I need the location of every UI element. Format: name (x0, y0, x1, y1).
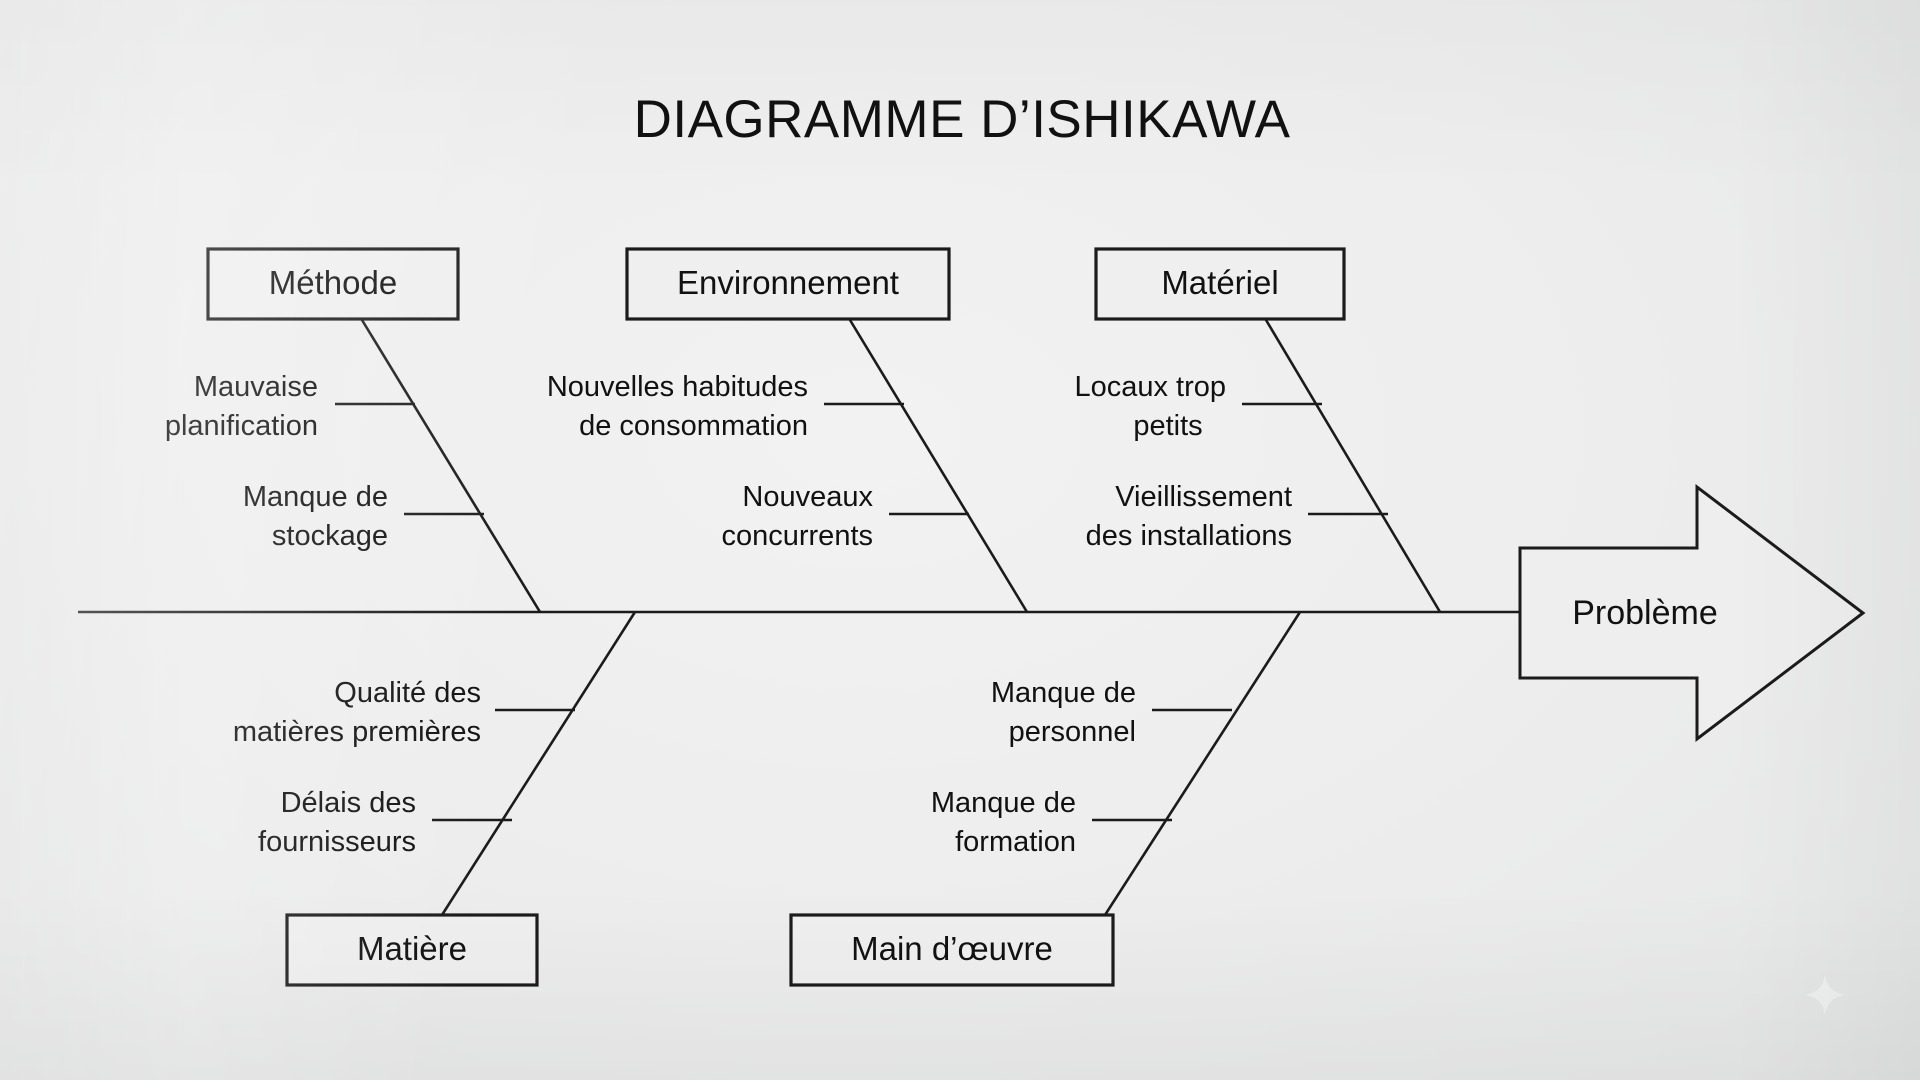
category-box-environnement[interactable] (625, 247, 951, 321)
cause-matiere-1-line1: Qualité des (334, 677, 481, 709)
cause-materiel-2-line1: Vieillissement (1115, 481, 1292, 513)
cause-materiel-1-line1: Locaux trop (1074, 371, 1226, 403)
cause-main-doeuvre-1-line1: Manque de (991, 677, 1136, 709)
cause-environnement-2-line2: concurrents (721, 520, 873, 552)
cause-methode-1-line1: Mauvaise (194, 371, 318, 403)
category-box-matiere[interactable] (285, 913, 539, 987)
branch-main-doeuvre: Main d’œuvre Manque de personnel Manque … (789, 611, 1302, 987)
cause-methode-2-line1: Manque de (243, 481, 388, 513)
cause-methode-2-line2: stockage (272, 520, 388, 552)
category-label-materiel: Matériel (1161, 264, 1278, 301)
cause-environnement-2-line1: Nouveaux (742, 481, 873, 513)
bone-line-materiel (1264, 319, 1442, 613)
category-box-materiel[interactable] (1094, 247, 1346, 321)
category-label-environnement: Environnement (677, 264, 899, 301)
bone-line-matiere (440, 611, 637, 916)
cause-matiere-2-line2: fournisseurs (258, 826, 416, 858)
category-label-methode: Méthode (269, 264, 397, 301)
category-box-methode[interactable] (206, 247, 460, 321)
branch-materiel: Matériel Locaux trop petits Vieillisseme… (1074, 247, 1442, 613)
cause-main-doeuvre-2-line1: Manque de (931, 787, 1076, 819)
cause-materiel-1-line2: petits (1133, 410, 1202, 442)
branch-environnement: Environnement Nouvelles habitudes de con… (547, 247, 1029, 613)
bone-line-main-doeuvre (1103, 611, 1302, 916)
problem-arrow[interactable] (1518, 483, 1866, 743)
cause-environnement-1-line2: de consommation (579, 410, 808, 442)
problem-label: Problème (1572, 594, 1718, 632)
cause-methode-1-line2: planification (165, 410, 318, 442)
cause-main-doeuvre-2-line2: formation (955, 826, 1076, 858)
cause-matiere-1-line2: matières premières (233, 716, 481, 748)
cause-materiel-2-line2: des installations (1086, 520, 1292, 552)
category-label-matiere: Matière (357, 930, 467, 967)
cause-environnement-1-line1: Nouvelles habitudes (547, 371, 808, 403)
cause-matiere-2-line1: Délais des (281, 787, 416, 819)
cause-main-doeuvre-1-line2: personnel (1009, 716, 1136, 748)
bone-line-methode (360, 319, 542, 613)
bone-line-environnement (848, 319, 1029, 613)
page-title: DIAGRAMME D’ISHIKAWA (634, 90, 1291, 149)
branch-methode: Méthode Mauvaise planification Manque de… (165, 247, 542, 613)
category-box-main-doeuvre[interactable] (789, 913, 1115, 987)
category-label-main-doeuvre: Main d’œuvre (851, 930, 1053, 967)
branch-matiere: Matière Qualité des matières premières D… (233, 611, 637, 987)
